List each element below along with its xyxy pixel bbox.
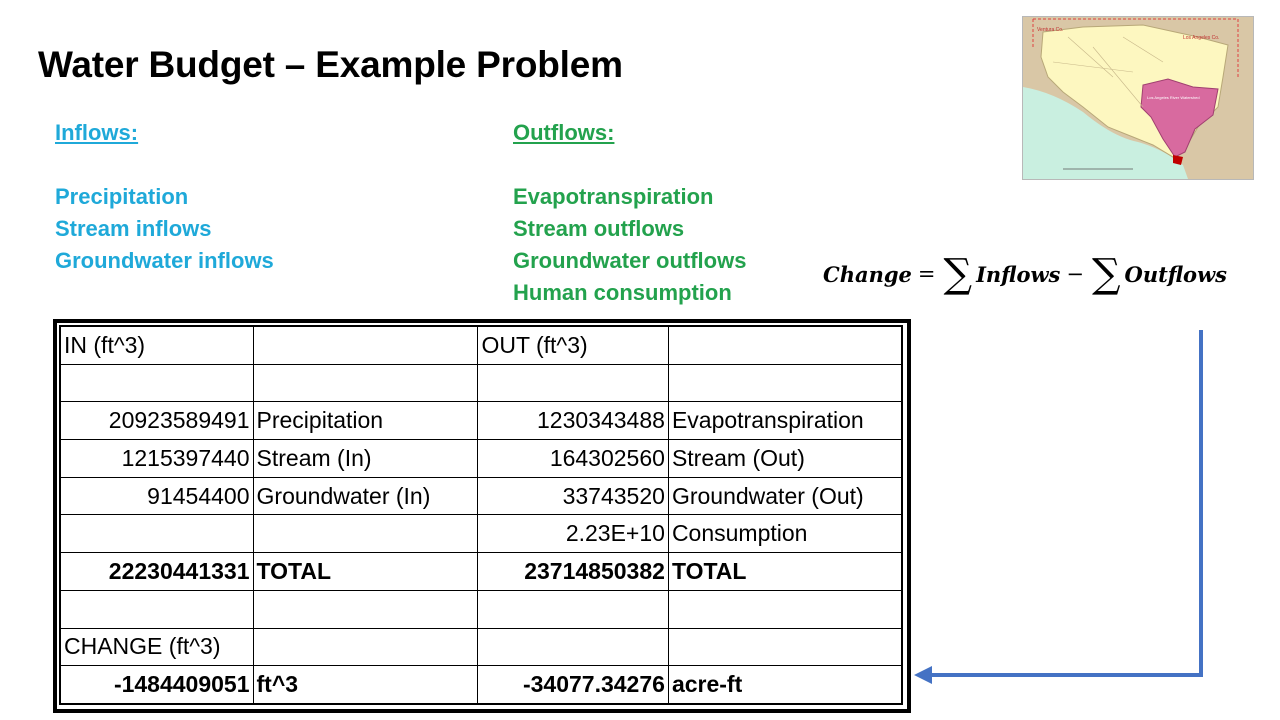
table-cell xyxy=(252,589,479,629)
change-formula: Change = ∑ Inflows − ∑ Outflows xyxy=(823,254,1227,294)
inflow-item: Stream inflows xyxy=(55,216,212,241)
table-cell: 2.23E+10 xyxy=(477,514,669,554)
table-cell: Stream (In) xyxy=(252,439,479,478)
table-cell xyxy=(252,514,479,554)
table-row xyxy=(60,589,903,629)
table-cell: 164302560 xyxy=(477,439,669,478)
outflow-item: Human consumption xyxy=(513,280,732,305)
inflow-item: Groundwater inflows xyxy=(55,248,274,273)
table-cell xyxy=(477,363,669,403)
table-cell: CHANGE (ft^3) xyxy=(60,627,254,667)
table-cell xyxy=(252,627,479,667)
outflows-list: Outflows: Evapotranspiration Stream outf… xyxy=(513,117,746,309)
table-cell: 91454400 xyxy=(60,476,254,516)
table-cell xyxy=(667,589,903,629)
table-cell: Consumption xyxy=(667,514,903,554)
table-cell: ft^3 xyxy=(252,665,479,704)
inflow-item: Precipitation xyxy=(55,184,189,209)
table-row: IN (ft^3) OUT (ft^3) xyxy=(60,326,903,365)
table-cell xyxy=(667,627,903,667)
outflows-heading: Outflows: xyxy=(513,120,615,145)
map-label-la-county: Los Angeles Co. xyxy=(1183,35,1219,41)
table-cell: 33743520 xyxy=(477,476,669,516)
table-cell: OUT (ft^3) xyxy=(477,326,669,365)
table-cell xyxy=(477,589,669,629)
slide-title: Water Budget – Example Problem xyxy=(38,44,623,85)
table-cell: acre-ft xyxy=(667,665,903,704)
inflows-heading: Inflows: xyxy=(55,120,139,145)
table-cell: Groundwater (In) xyxy=(252,476,479,516)
table-cell: TOTAL xyxy=(667,552,903,591)
table-cell xyxy=(60,514,254,554)
table-cell xyxy=(477,627,669,667)
table-cell: -1484409051 xyxy=(60,665,254,704)
sum-icon: ∑ xyxy=(943,251,973,297)
table-cell: Groundwater (Out) xyxy=(667,476,903,516)
outflow-item: Stream outflows xyxy=(513,216,685,241)
table-cell: Stream (Out) xyxy=(667,439,903,478)
table-row xyxy=(60,363,903,403)
table-row: CHANGE (ft^3) xyxy=(60,627,903,667)
table-cell xyxy=(252,326,479,365)
inflows-list: Inflows: Precipitation Stream inflows Gr… xyxy=(55,117,274,277)
table-cell: IN (ft^3) xyxy=(60,326,254,365)
table-cell: -34077.34276 xyxy=(477,665,669,704)
table-cell: 20923589491 xyxy=(60,401,254,441)
formula-lhs: Change xyxy=(823,261,912,287)
outflow-item: Evapotranspiration xyxy=(513,184,714,209)
sum-icon: ∑ xyxy=(1091,251,1121,297)
outflow-item: Groundwater outflows xyxy=(513,248,747,273)
table-cell xyxy=(667,363,903,403)
table-cell: 1215397440 xyxy=(60,439,254,478)
table-cell xyxy=(60,589,254,629)
table-cell: TOTAL xyxy=(252,552,479,591)
table-cell xyxy=(667,326,903,365)
formula-equals: = xyxy=(917,262,936,286)
formula-minus: − xyxy=(1066,262,1084,286)
table-cell: 23714850382 xyxy=(477,552,669,591)
watershed-map: Ventura Co. Los Angeles Co. Los Angeles … xyxy=(1022,16,1254,180)
table-cell xyxy=(252,363,479,403)
table-cell: 22230441331 xyxy=(60,552,254,591)
table-cell xyxy=(60,363,254,403)
table-cell: 1230343488 xyxy=(477,401,669,441)
map-label-watershed: Los Angeles River Watershed xyxy=(1147,95,1200,100)
formula-term-outflows: Outflows xyxy=(1124,261,1227,287)
formula-term-inflows: Inflows xyxy=(976,261,1061,287)
map-label-ventura: Ventura Co. xyxy=(1037,27,1063,33)
table-cell: Evapotranspiration xyxy=(667,401,903,441)
table-cell: Precipitation xyxy=(252,401,479,441)
